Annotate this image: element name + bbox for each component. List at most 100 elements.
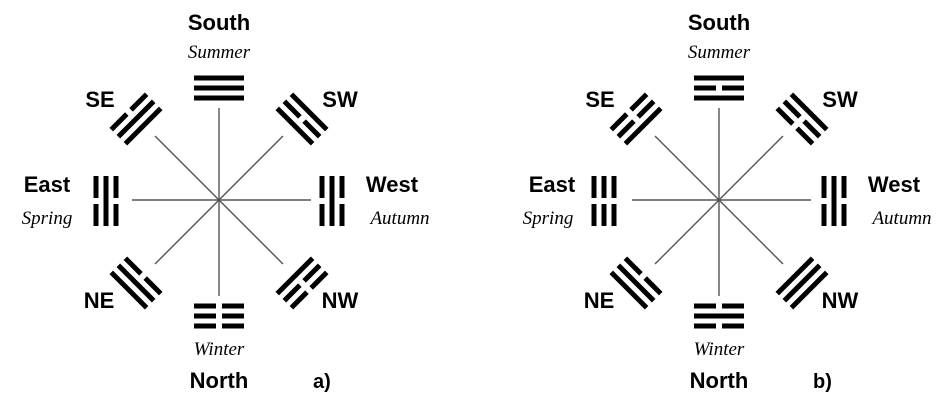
trigram-line-broken-left [694,85,716,91]
trigram-line-broken-left [222,313,244,319]
trigram-line-solid [275,256,315,296]
label-southeast: SE [85,87,114,112]
trigram-northwest [775,256,829,310]
trigram-northwest [275,256,329,310]
trigram-line-broken-left [113,204,119,226]
trigram-line-solid [116,99,156,139]
trigram-line-broken-right [129,92,149,112]
label-spring: Spring [523,208,574,229]
trigram-line-broken-right [113,176,119,198]
trigram-line-broken-right [722,85,744,91]
trigram-line-broken-right [282,283,302,303]
label-spring: Spring [22,208,73,229]
trigram-line-broken-left [222,303,244,309]
trigram-west [821,176,847,226]
trigram-line-broken-right [636,99,656,119]
trigram-line-broken-left [222,323,244,329]
trigram-line-broken-right [93,176,99,198]
trigram-line-solid [275,106,315,146]
label-autumn: Autumn [368,208,429,229]
trigram-line-broken-left [775,106,795,126]
trigram-line-broken-right [629,92,649,112]
panel-a: South Summer SE SW East Spring West Autu… [22,10,430,393]
label-summer: Summer [688,42,751,63]
trigram-line-broken-left [722,303,744,309]
trigram-line-broken-left [309,270,329,290]
trigram-line-broken-left [643,276,663,296]
trigram-south [194,75,244,101]
label-south: South [688,10,750,35]
trigram-line-broken-right [194,303,216,309]
trigram-west [319,176,345,226]
trigram-line-solid [782,263,822,303]
trigram-line-broken-left [722,323,744,329]
panel-label-a: a) [313,371,331,393]
trigram-line-broken-left [611,204,617,226]
trigram-line-broken-right [623,256,643,276]
label-north: North [690,368,749,393]
trigram-east [93,176,119,226]
trigram-line-broken-right [319,204,325,226]
label-northwest: NW [322,288,359,313]
trigram-line-broken-left [339,176,345,198]
trigrams-a [93,75,345,329]
label-northeast: NE [84,288,115,313]
label-northeast: NE [584,288,615,313]
trigram-south [694,75,744,101]
trigram-line-solid [694,95,744,101]
trigram-line-solid [194,75,244,81]
trigram-line-broken-right [601,176,607,198]
label-southwest: SW [822,87,858,112]
trigram-line-broken-left [319,176,325,198]
labels-a: South Summer SE SW East Spring West Autu… [22,10,430,393]
trigram-line-broken-left [782,99,802,119]
trigrams-b [591,75,847,329]
trigram-line-broken-right [194,323,216,329]
trigram-northeast [109,256,163,310]
trigram-line-broken-left [841,176,847,198]
trigram-line-broken-left [282,99,302,119]
trigram-line-broken-right [795,126,815,146]
label-winter: Winter [694,339,745,360]
trigram-line-solid [694,313,744,319]
trigram-northeast [609,256,663,310]
trigram-line-broken-right [694,303,716,309]
trigram-southwest [275,92,329,146]
trigram-line-broken-right [821,204,827,226]
trigram-line-broken-right [694,323,716,329]
trigram-line-solid [329,176,335,226]
label-north: North [190,368,249,393]
trigram-line-solid [609,270,649,310]
trigram-line-solid [616,263,656,303]
trigram-line-solid [789,92,829,132]
trigram-line-solid [831,176,837,226]
trigram-line-solid [775,256,815,296]
trigram-line-solid [789,270,829,310]
axes-a [132,108,311,296]
trigram-line-broken-right [339,204,345,226]
trigram-line-broken-right [194,313,216,319]
trigram-line-solid [116,263,156,303]
trigram-line-broken-left [591,204,597,226]
trigram-southwest [775,92,829,146]
trigram-southeast [609,92,663,146]
label-west: West [366,172,419,197]
label-southwest: SW [322,87,358,112]
trigram-line-broken-left [821,176,827,198]
axis-diagonal-sw-ne-b [654,135,784,265]
trigram-line-solid [123,106,163,146]
trigram-southeast [109,92,163,146]
label-south: South [188,10,250,35]
trigram-line-solid [194,95,244,101]
panel-b: South Summer SE SW East Spring West Autu… [523,10,932,393]
trigram-line-broken-right [591,176,597,198]
trigram-line-broken-right [302,119,322,139]
trigram-line-solid [623,106,663,146]
trigram-line-broken-left [601,204,607,226]
label-northwest: NW [822,288,859,313]
trigram-line-broken-left [109,112,129,132]
label-east: East [529,172,576,197]
label-autumn: Autumn [870,208,931,229]
axis-diagonal-sw-ne-a [154,135,284,265]
